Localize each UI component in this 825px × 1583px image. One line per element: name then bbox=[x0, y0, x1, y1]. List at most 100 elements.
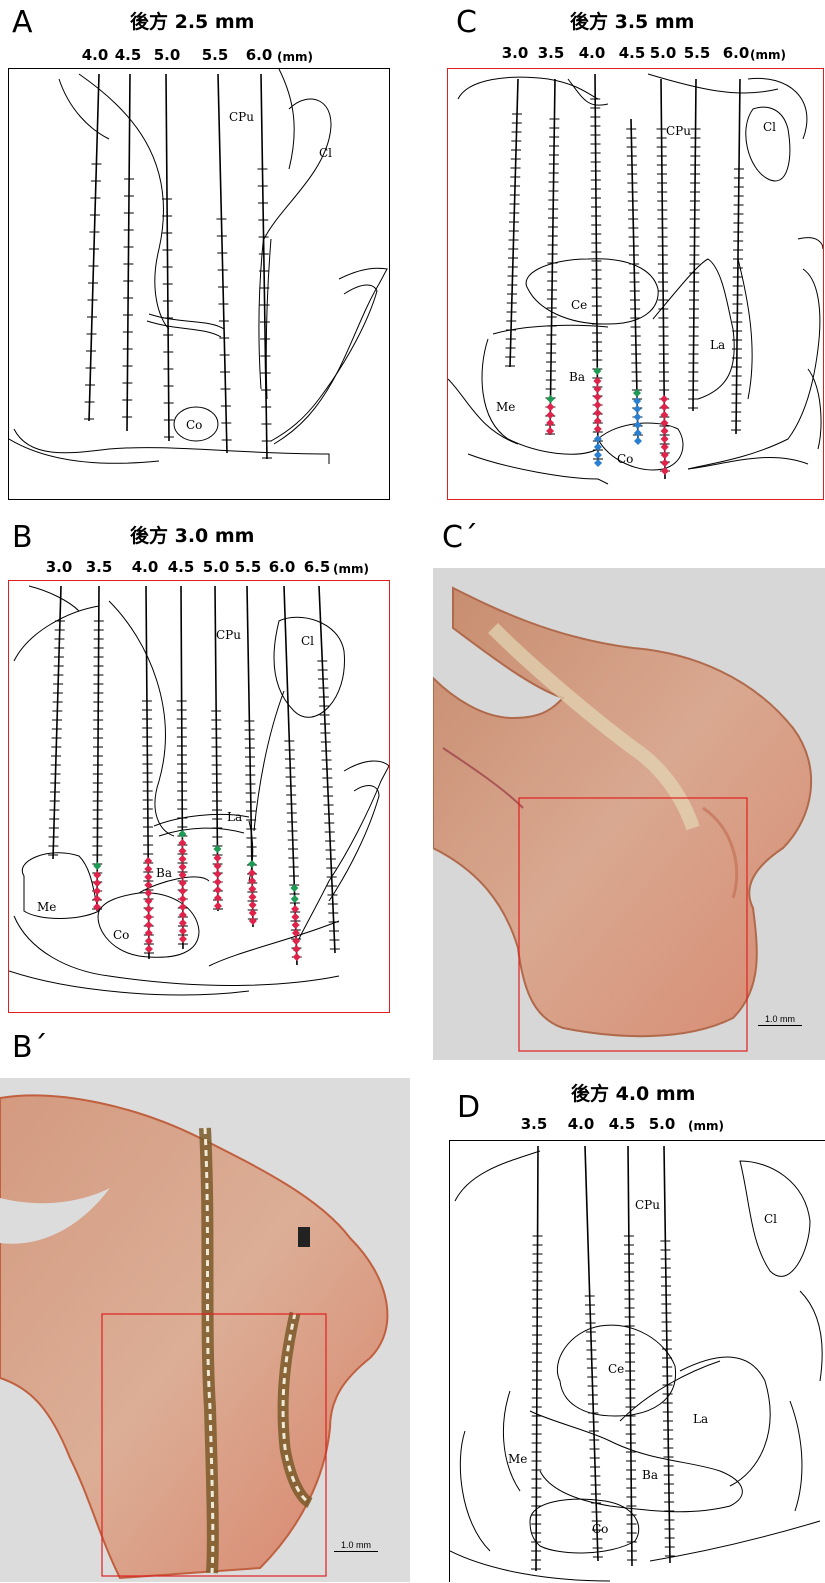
panel-a-diagram: CPu Cl Co bbox=[8, 68, 390, 500]
recording-site-marker bbox=[179, 911, 187, 919]
recording-site-marker bbox=[179, 855, 187, 863]
electrode-track bbox=[731, 79, 744, 434]
electrode-track bbox=[590, 74, 603, 467]
electrode-track bbox=[531, 1146, 543, 1571]
recording-site-marker bbox=[633, 405, 641, 413]
recording-site-marker bbox=[179, 887, 187, 895]
panel-c-region-label: Ce bbox=[571, 298, 587, 312]
recording-site-marker bbox=[178, 830, 186, 838]
panel-b-region-label: Me bbox=[37, 900, 56, 914]
recording-site-marker bbox=[593, 385, 601, 393]
recording-site-marker bbox=[93, 871, 101, 879]
recording-site-marker bbox=[594, 401, 602, 409]
electrode-track bbox=[244, 586, 257, 927]
recording-site-marker bbox=[660, 395, 668, 403]
recording-site-marker bbox=[145, 945, 153, 953]
panel-c-tick-label: 4.5 bbox=[619, 46, 646, 61]
panel-c-region-label: La bbox=[710, 338, 725, 352]
panel-a-tick-label: 4.0 bbox=[82, 48, 109, 63]
recording-site-marker bbox=[633, 413, 641, 421]
recording-site-marker bbox=[547, 395, 555, 403]
recording-site-marker bbox=[291, 895, 299, 903]
recording-site-marker bbox=[633, 397, 641, 405]
electrode-track bbox=[545, 79, 559, 435]
panel-c-tick-label: 4.0 bbox=[579, 46, 606, 61]
panel-b-region-label: Ba bbox=[156, 866, 172, 880]
recording-site-marker bbox=[178, 839, 186, 847]
panel-bprime-letter: B´ bbox=[12, 1033, 48, 1063]
recording-site-marker bbox=[661, 435, 669, 443]
electrode-track bbox=[122, 74, 134, 431]
panel-c-title: 後方 3.5 mm bbox=[570, 13, 694, 32]
panel-c-tick-label: 5.0 bbox=[650, 46, 677, 61]
panel-cprime-letter: C´ bbox=[442, 523, 478, 553]
recording-site-marker bbox=[249, 901, 257, 909]
panel-c-tick-label: 6.0 bbox=[723, 46, 750, 61]
electrode-track bbox=[585, 1146, 603, 1561]
recording-site-marker bbox=[594, 409, 602, 417]
panel-c-tick-label: 5.5 bbox=[684, 46, 711, 61]
recording-site-marker bbox=[248, 893, 256, 901]
recording-site-marker bbox=[292, 921, 300, 929]
panel-c-region-label: Co bbox=[617, 452, 633, 466]
panel-cprime-photo: 1.0 mm bbox=[433, 568, 825, 1060]
panel-bprime-photo: 1.0 mm bbox=[0, 1078, 410, 1582]
panel-a-tick-label: 5.0 bbox=[154, 48, 181, 63]
panel-c-region-label: Cl bbox=[763, 120, 776, 134]
panel-d-region-label: Ce bbox=[608, 1362, 624, 1376]
recording-site-marker bbox=[145, 913, 153, 921]
panel-c-ticks: 3.0 3.5 4.0 4.5 5.0 5.5 6.0 (mm) bbox=[440, 46, 825, 64]
recording-site-marker bbox=[179, 863, 187, 871]
recording-site-marker bbox=[661, 459, 669, 467]
recording-site-marker bbox=[634, 429, 642, 437]
recording-site-marker bbox=[594, 417, 602, 425]
panel-b-ticks: 3.0 3.5 4.0 4.5 5.0 5.5 6.0 6.5 (mm) bbox=[0, 560, 400, 578]
panel-a-tick-label: 6.0 bbox=[246, 48, 273, 63]
electrode-track bbox=[660, 1146, 675, 1563]
recording-site-marker bbox=[214, 870, 222, 878]
panel-d-region-label: Me bbox=[508, 1452, 527, 1466]
recording-site-marker bbox=[145, 921, 153, 929]
recording-site-marker bbox=[144, 857, 152, 865]
panel-c-tick-label: 3.5 bbox=[538, 46, 565, 61]
panel-b-tick-label: 3.0 bbox=[46, 560, 73, 575]
electrode-track bbox=[92, 586, 104, 911]
panel-d-ticks: 3.5 4.0 4.5 5.0 (mm) bbox=[440, 1117, 825, 1135]
recording-site-marker bbox=[594, 393, 602, 401]
recording-site-marker bbox=[546, 411, 554, 419]
panel-b-tick-label: 5.5 bbox=[235, 560, 262, 575]
recording-site-marker bbox=[179, 903, 187, 911]
recording-site-marker bbox=[145, 929, 153, 937]
electrode-track bbox=[626, 119, 643, 445]
recording-site-marker bbox=[248, 869, 256, 877]
recording-site-marker bbox=[661, 427, 669, 435]
panel-c-region-label: Ba bbox=[569, 370, 585, 384]
panel-b-tick-label: 5.0 bbox=[203, 560, 230, 575]
panel-b-region-label: La bbox=[227, 810, 242, 824]
recording-site-marker bbox=[249, 917, 257, 925]
recording-site-marker bbox=[214, 894, 222, 902]
recording-site-marker bbox=[661, 467, 669, 475]
panel-a-ticks: 4.0 4.5 5.0 5.5 6.0 (mm) bbox=[0, 48, 400, 66]
electrode-track bbox=[142, 586, 154, 959]
recording-site-marker bbox=[145, 897, 153, 905]
panel-b-tick-label: 6.5 bbox=[304, 560, 331, 575]
recording-site-marker bbox=[145, 905, 153, 913]
recording-site-marker bbox=[594, 459, 602, 467]
electrode-track bbox=[177, 586, 188, 949]
panel-b-unit: (mm) bbox=[333, 563, 369, 575]
recording-site-marker bbox=[214, 862, 222, 870]
electrode-track bbox=[284, 586, 302, 965]
recording-site-marker bbox=[179, 935, 187, 943]
panel-d-tick-label: 4.5 bbox=[609, 1117, 636, 1132]
panel-b-diagram: CPu Cl La Ba Me Co bbox=[8, 580, 390, 1013]
panel-a-unit: (mm) bbox=[277, 51, 313, 63]
electrode-track bbox=[257, 74, 272, 459]
recording-site-marker bbox=[634, 421, 642, 429]
recording-site-marker bbox=[93, 862, 101, 870]
electrode-track bbox=[216, 74, 231, 453]
recording-site-marker bbox=[660, 411, 668, 419]
panel-b-region-label: CPu bbox=[216, 628, 241, 642]
panel-b-title: 後方 3.0 mm bbox=[130, 527, 254, 546]
panel-d-tick-label: 3.5 bbox=[521, 1117, 548, 1132]
